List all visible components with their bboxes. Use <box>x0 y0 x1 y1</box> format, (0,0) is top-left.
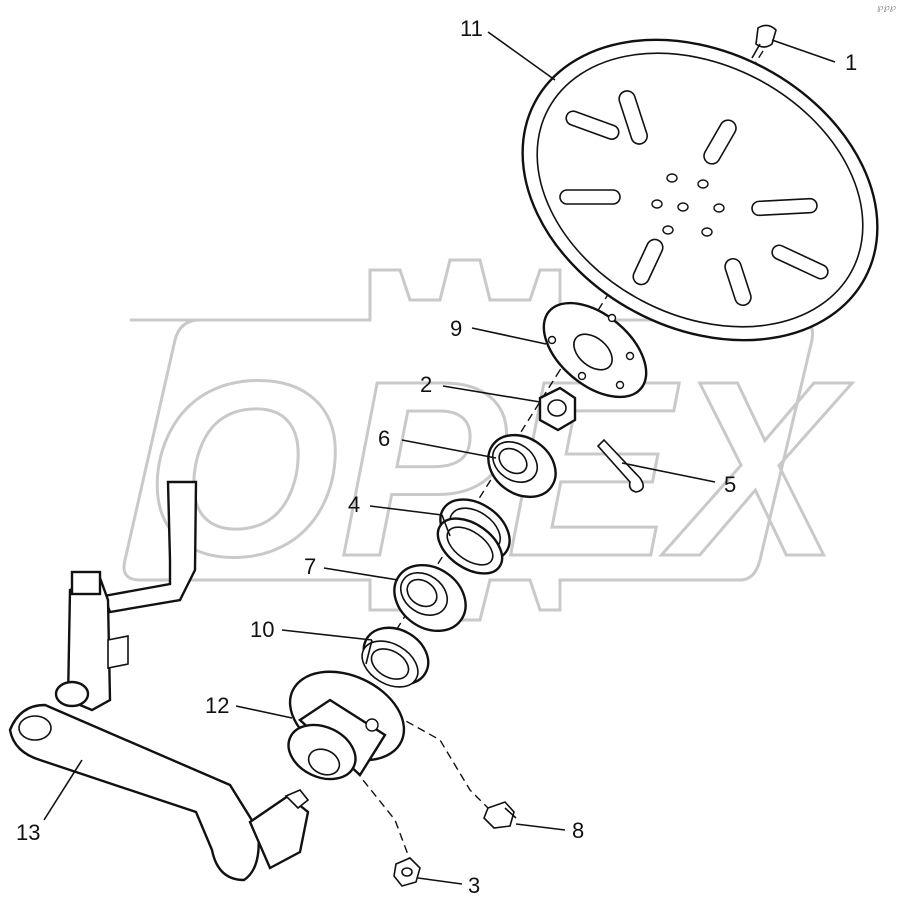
part-11-disc <box>521 38 879 342</box>
callout-labels: 11 1 9 2 6 5 4 7 10 12 13 8 3 <box>16 16 857 898</box>
part-12-hub <box>287 670 406 781</box>
part-1-bolt <box>751 24 777 59</box>
part-3-nut <box>393 857 421 887</box>
callout-10: 10 <box>250 617 274 642</box>
callout-8: 8 <box>572 818 584 843</box>
callout-3: 3 <box>468 873 480 898</box>
callout-5: 5 <box>724 472 736 497</box>
leader-lines <box>43 31 836 885</box>
part-9-flange-plate <box>542 301 648 399</box>
callout-12: 12 <box>205 693 229 718</box>
corner-mark: ℘℘℘ <box>877 2 896 12</box>
callout-4: 4 <box>348 492 360 517</box>
callout-9: 9 <box>450 316 462 341</box>
part-2-castle-nut <box>538 386 577 432</box>
part-7-bearing <box>393 563 467 633</box>
part-4-seal-rings <box>436 498 511 575</box>
part-5-cotter-pin <box>596 438 644 493</box>
callout-13: 13 <box>16 820 40 845</box>
part-8-grease-nipple <box>483 801 517 829</box>
callout-2: 2 <box>420 372 432 397</box>
part-13-arm-assembly <box>8 480 310 882</box>
callout-1: 1 <box>845 50 857 75</box>
callout-11: 11 <box>460 16 483 41</box>
part-10-bearing-races <box>361 626 430 688</box>
part-6-bearing <box>487 433 557 499</box>
callout-6: 6 <box>378 426 390 451</box>
callout-7: 7 <box>304 554 316 579</box>
